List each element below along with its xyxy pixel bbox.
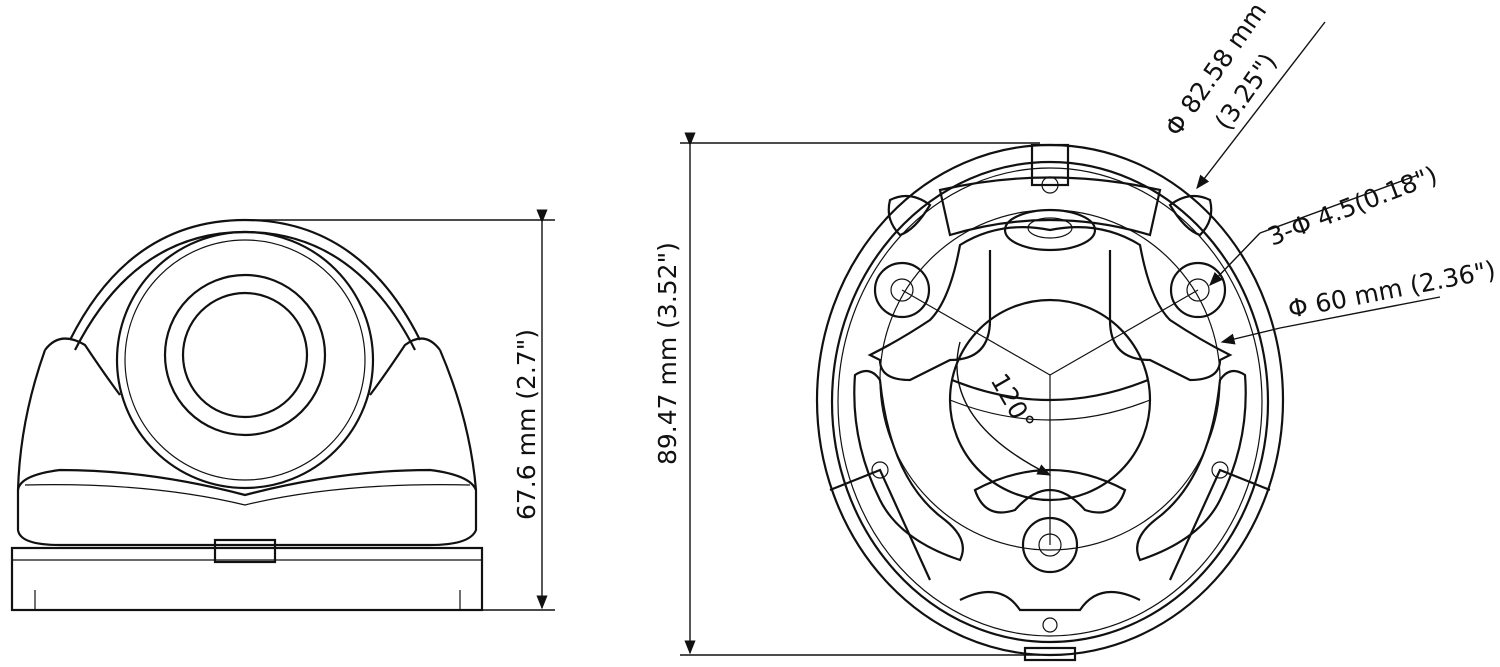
angle-label: 120° [985, 369, 1040, 436]
front-height-label: 67.6 mm (2.7") [512, 329, 541, 520]
holes-label: 3-Φ 4.5(0.18") [1264, 160, 1441, 251]
bottom-view: 120° 89.47 mm (3.52") Φ 82.58 mm (3.25")… [653, 0, 1498, 662]
bottom-height-label: 89.47 mm (3.52") [653, 242, 682, 465]
front-view: 67.6 mm (2.7") [10, 209, 555, 612]
hole-circle-label: Φ 60 mm (2.36") [1286, 255, 1498, 324]
